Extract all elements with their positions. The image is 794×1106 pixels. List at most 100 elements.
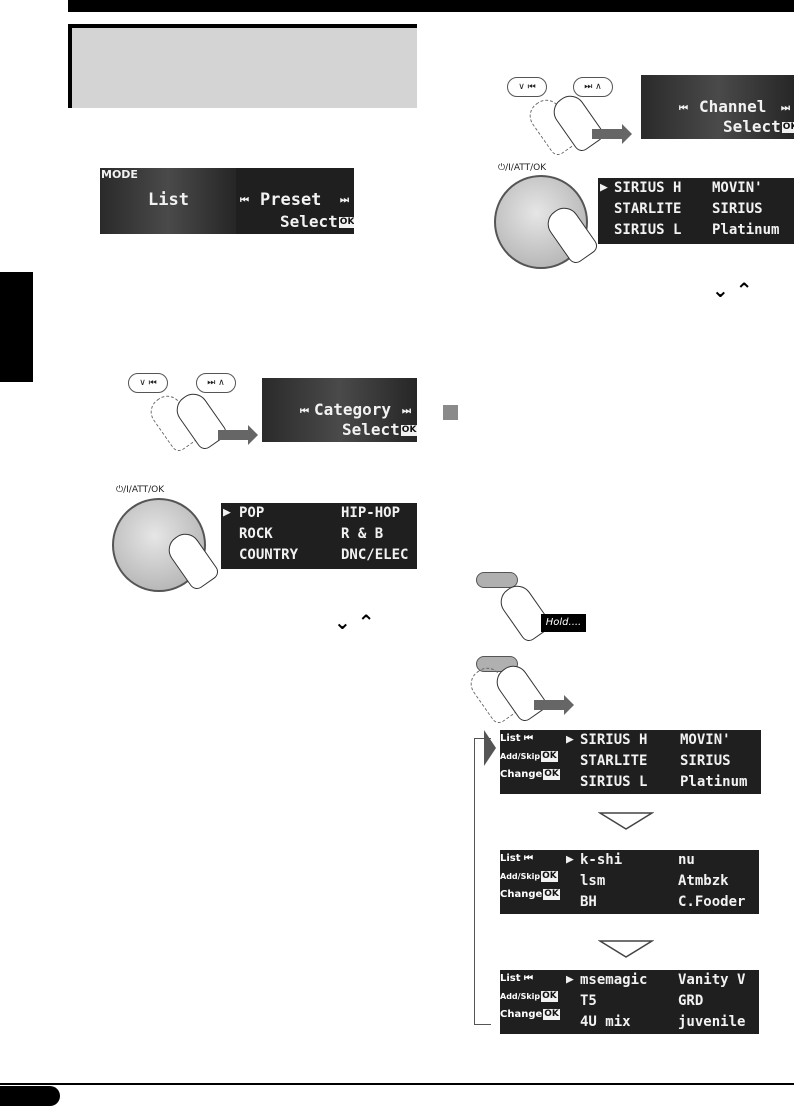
category-item: HIP-HOP	[341, 505, 401, 521]
down-arrow-icon	[598, 940, 654, 958]
prev-skip-icon: ⏮	[300, 406, 309, 417]
down-arrow-icon	[598, 812, 654, 830]
top-rule	[68, 0, 794, 12]
select-label: Select	[342, 420, 400, 439]
finger-icon	[494, 579, 554, 645]
preset-title: Preset	[260, 190, 322, 210]
prev-skip-icon: ⏮	[679, 103, 688, 114]
skip-icon: ⏮	[524, 733, 534, 744]
channel-item: SIRIUS H	[614, 180, 682, 196]
list-label: List ⏮	[500, 973, 534, 984]
down-up-chevrons-icon: ⌄ ⌃	[712, 278, 753, 302]
mode-list-panel: MODE List	[100, 168, 236, 234]
cycle-item: k-shi	[580, 852, 623, 868]
ok-badge: OK	[543, 768, 560, 780]
cycle-item: GRD	[678, 993, 704, 1009]
category-item: ROCK	[239, 526, 273, 542]
up-skip-button[interactable]: ⏭ ∧	[573, 77, 613, 97]
next-skip-icon: ⏭	[402, 406, 411, 417]
select-label: Select	[280, 212, 338, 231]
ok-badge: OK	[541, 750, 558, 762]
skip-icon: ⏮	[524, 973, 534, 984]
prev-skip-icon: ⏮	[240, 195, 249, 206]
right-arrow-icon	[592, 124, 632, 144]
down-up-chevrons-icon: ⌄ ⌃	[334, 610, 375, 634]
knob-label: ⏻/I/ATT/OK	[498, 163, 547, 173]
list-label: List ⏮	[500, 853, 534, 864]
page-number-tab	[0, 1086, 60, 1106]
down-skip-button[interactable]: ∨ ⏮	[128, 373, 168, 393]
up-skip-button[interactable]: ⏭ ∧	[196, 373, 236, 393]
ok-badge: OK	[543, 888, 560, 900]
mode-label: MODE	[101, 168, 138, 181]
ok-badge: OK	[541, 990, 558, 1002]
list-label: List ⏮	[500, 733, 534, 744]
cycle-item: nu	[678, 852, 695, 868]
channel-title: Channel	[699, 97, 767, 116]
channel-item: MOVIN'	[712, 180, 763, 196]
knob-label: ⏻/I/ATT/OK	[116, 485, 165, 495]
cycle-item: MOVIN'	[680, 732, 731, 748]
cycle-item: C.Fooder	[678, 894, 746, 910]
category-item: R & B	[341, 526, 384, 542]
channel-item: Platinum	[712, 222, 780, 238]
ok-badge: OK	[338, 217, 354, 228]
ok-badge: OK	[543, 1008, 560, 1020]
cycle-arrow-icon	[484, 730, 496, 766]
cycle-item: T5	[580, 993, 597, 1009]
mode-list-label: List	[148, 190, 189, 210]
ok-badge: OK	[400, 425, 417, 436]
bottom-rule	[0, 1083, 794, 1085]
cycle-item: 4U mix	[580, 1014, 631, 1030]
category-item: POP	[239, 505, 265, 521]
next-skip-icon: ⏭	[340, 195, 349, 206]
channel-item: SIRIUS	[712, 201, 763, 217]
category-item: COUNTRY	[239, 547, 299, 563]
cycle-item: SIRIUS H	[580, 732, 648, 748]
section-marker	[443, 405, 458, 420]
cycle-item: STARLITE	[580, 753, 648, 769]
cycle-item: msemagic	[580, 972, 648, 988]
list-cursor-icon: ▶	[566, 972, 574, 987]
hold-label: Hold....	[541, 614, 586, 632]
right-arrow-icon	[534, 695, 574, 715]
cycle-item: SIRIUS L	[580, 774, 648, 790]
list-cursor-icon: ▶	[566, 852, 574, 867]
cycle-item: SIRIUS	[680, 753, 731, 769]
right-arrow-icon	[218, 425, 258, 445]
ok-badge: OK	[541, 870, 558, 882]
channel-item: SIRIUS L	[614, 222, 682, 238]
channel-list-display: ▶ SIRIUS H STARLITE SIRIUS L MOVIN' SIRI…	[598, 178, 794, 244]
section-title-box	[68, 24, 417, 108]
list-button[interactable]	[476, 572, 518, 588]
list-cursor-icon: ▶	[566, 732, 574, 747]
category-item: DNC/ELEC	[341, 547, 409, 563]
category-title: Category	[314, 400, 392, 419]
skip-icon: ⏮	[524, 853, 534, 864]
language-side-tab	[0, 272, 33, 382]
channel-item: STARLITE	[614, 201, 682, 217]
next-skip-icon: ⏭	[781, 103, 790, 114]
category-list-display: ▶ POP ROCK COUNTRY HIP-HOP R & B DNC/ELE…	[221, 503, 417, 569]
select-label: Select	[723, 117, 781, 136]
cycle-item: Platinum	[680, 774, 748, 790]
down-skip-button[interactable]: ∨ ⏮	[507, 77, 547, 97]
cycle-item: BH	[580, 894, 597, 910]
